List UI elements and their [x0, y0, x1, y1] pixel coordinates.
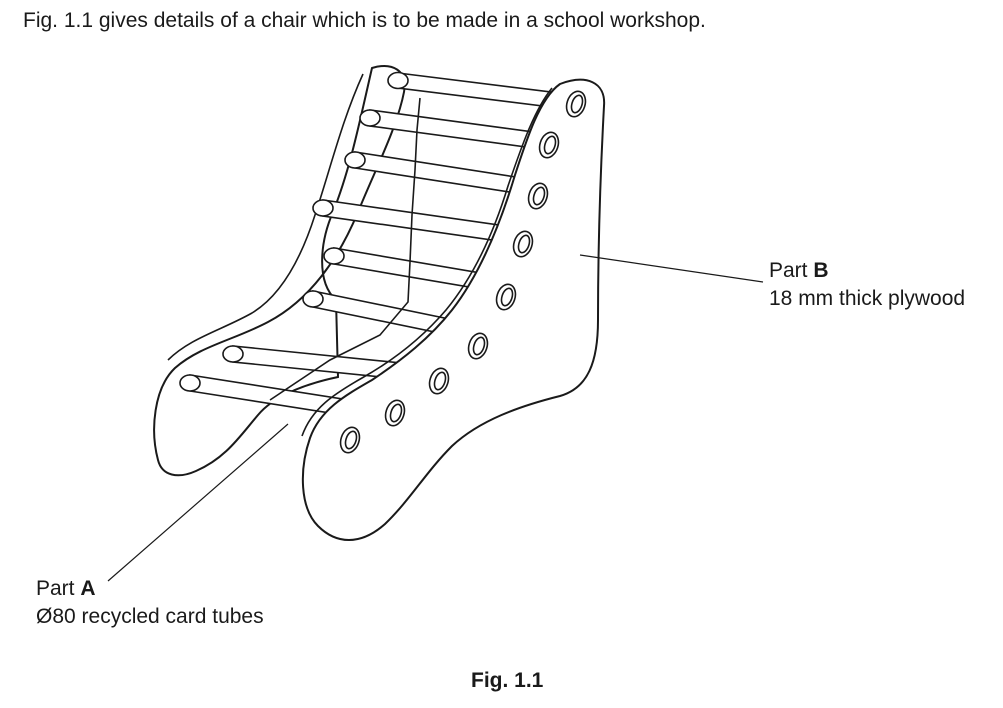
part-b-leader: [579, 254, 764, 283]
part-a-leader: [107, 423, 289, 582]
part-b-prefix: Part: [769, 259, 814, 282]
part-b-letter: B: [813, 259, 829, 282]
figure-caption: Fig. 1.1: [471, 669, 544, 692]
part-a-description: Ø80 recycled card tubes: [36, 605, 264, 628]
centre-support: [269, 97, 421, 401]
back-side-panel: [153, 65, 406, 477]
part-a-label: Part A Ø80 recycled card tubes: [36, 575, 264, 631]
part-a-prefix: Part: [36, 577, 81, 600]
intro-text: Fig. 1.1 gives details of a chair which …: [23, 9, 706, 32]
part-b-description: 18 mm thick plywood: [769, 287, 966, 310]
tube-ends: [339, 90, 587, 454]
part-a-letter: A: [80, 577, 96, 600]
part-b-label: Part B 18 mm thick plywood: [769, 257, 965, 313]
